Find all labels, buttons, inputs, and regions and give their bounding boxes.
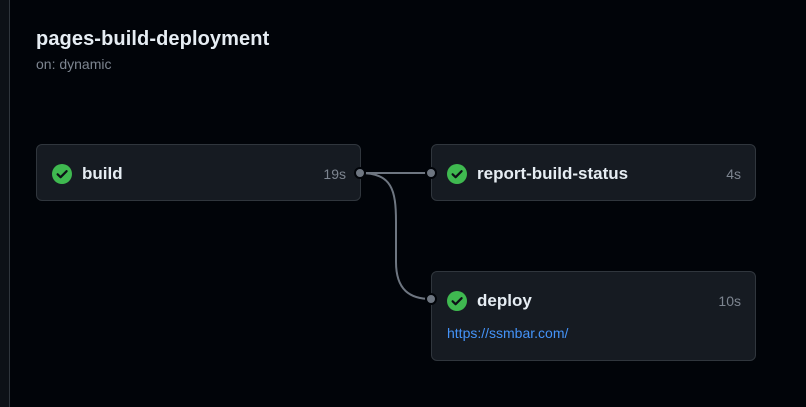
job-duration: 19s	[323, 166, 346, 182]
job-header: deploy 10s	[447, 291, 741, 311]
check-circle-icon	[447, 291, 467, 311]
job-card-report-build-status[interactable]: report-build-status 4s	[431, 144, 756, 201]
job-duration: 4s	[726, 166, 741, 182]
job-name: build	[82, 164, 123, 183]
job-card-deploy[interactable]: deploy 10s https://ssmbar.com/	[431, 271, 756, 361]
connector-build-to-deploy	[359, 172, 432, 300]
job-card-build[interactable]: build 19s	[36, 144, 361, 201]
build-output-port	[354, 167, 366, 179]
workflow-header: pages-build-deployment on: dynamic	[36, 27, 269, 73]
workflow-title: pages-build-deployment	[36, 28, 270, 50]
left-rail	[0, 0, 10, 407]
workflow-trigger: on: dynamic	[36, 56, 112, 72]
report-input-port	[425, 167, 437, 179]
job-duration: 10s	[718, 293, 741, 309]
job-name: deploy	[477, 291, 532, 310]
job-header: report-build-status 4s	[447, 164, 741, 184]
check-circle-icon	[52, 164, 72, 184]
job-name: report-build-status	[477, 164, 629, 183]
deploy-input-port	[425, 293, 437, 305]
deployment-url-link[interactable]: https://ssmbar.com/	[447, 325, 569, 341]
check-circle-icon	[447, 164, 467, 184]
job-header: build 19s	[52, 164, 346, 184]
